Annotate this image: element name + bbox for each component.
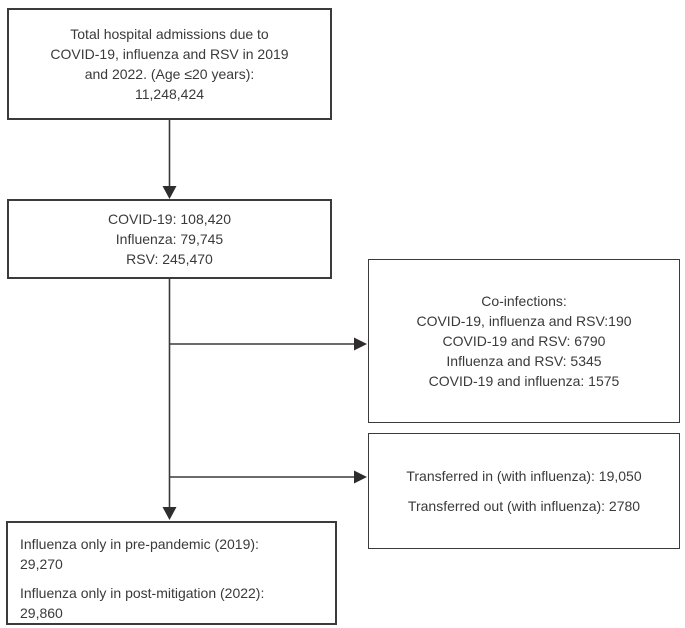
text-line: COVID-19 and influenza: 1575 [428,373,620,389]
arrow-pathogens-to-influenza-only [162,279,177,520]
box-transfers: Transferred in (with influenza): 19,050 … [368,433,680,549]
influenza-only-2022: Influenza only in post-mitigation (2022)… [20,583,264,623]
text-line: Influenza only in pre-pandemic (2019): [20,536,259,552]
text-line: 11,248,424 [134,86,205,102]
box-coinfections: Co-infections: COVID-19, influenza and R… [368,259,680,423]
text-line: Co-infections: [481,293,567,309]
text-line: Influenza: 79,745 [115,231,224,247]
text-line: RSV: 245,470 [126,251,213,267]
text-line: COVID-19, influenza and RSV in 2019 [50,46,289,62]
box-influenza-only: Influenza only in pre-pandemic (2019): 2… [6,521,337,625]
box-total-admissions: Total hospital admissions due to COVID-1… [7,8,332,120]
arrow-total-to-pathogens [162,120,177,199]
influenza-only-2019: Influenza only in pre-pandemic (2019): 2… [20,534,259,574]
arrow-branch-to-coinfections [169,337,367,351]
arrow-branch-to-transfers [169,470,367,484]
text-line: and 2022. (Age ≤20 years): [84,66,255,82]
text-line: Influenza only in post-mitigation (2022)… [20,585,265,601]
text-line: COVID-19 and RSV: 6790 [442,333,606,349]
text-line: Total hospital admissions due to [70,26,269,42]
box-admissions-by-pathogen: COVID-19: 108,420 Influenza: 79,745 RSV:… [7,199,332,279]
text-line: Transferred out (with influenza): 2780 [407,498,641,514]
text-line: Influenza and RSV: 5345 [446,353,602,369]
text-line: Transferred in (with influenza): 19,050 [406,468,642,484]
text-line: COVID-19, influenza and RSV:190 [416,313,632,329]
text-line: 29,270 [20,556,63,572]
text-line: 29,860 [20,605,63,621]
text-line: COVID-19: 108,420 [108,211,231,227]
